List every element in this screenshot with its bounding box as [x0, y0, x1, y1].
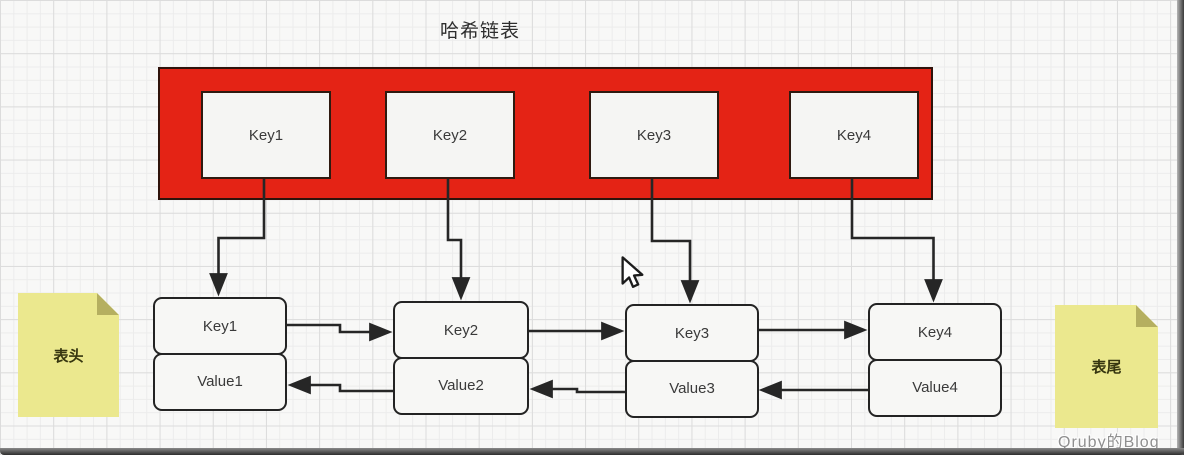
hash-bucket-key1-label: Key1 [248, 126, 284, 144]
list-node-2-key-cell: Key2 [393, 301, 529, 359]
sticky-note-tail-label: 表尾 [1091, 359, 1122, 376]
list-node-1-value-label: Value1 [197, 373, 243, 390]
list-node-3-key-cell: Key3 [625, 304, 759, 362]
mouse-cursor-icon [621, 256, 644, 288]
list-node-2-value-cell: Value2 [393, 356, 529, 415]
hash-bucket-key2: Key2 [385, 91, 515, 179]
hash-bucket-key3-label: Key3 [636, 126, 672, 144]
list-node-4-value-cell: Value4 [868, 358, 1002, 417]
hash-bucket-key1: Key1 [201, 91, 331, 179]
list-node-3-key-label: Key3 [674, 324, 710, 342]
list-node-3: Key3 Value3 [625, 304, 759, 418]
note-fold-icon [1136, 305, 1158, 327]
list-node-2-value-label: Value2 [438, 377, 484, 394]
hash-bucket-key2-label: Key2 [432, 126, 468, 144]
list-node-1-key-label: Key1 [202, 317, 238, 335]
list-node-4-key-label: Key4 [917, 323, 953, 341]
list-node-1-key-cell: Key1 [153, 297, 287, 355]
hash-bucket-key4-label: Key4 [836, 126, 872, 144]
watermark-text: Qruby的Blog [1058, 434, 1160, 451]
list-node-4: Key4 Value4 [868, 303, 1002, 417]
hash-bucket-container: Key1 Key2 Key3 Key4 [158, 67, 933, 200]
sticky-note-head: 表头 [18, 293, 119, 417]
connector-value3-to-value2 [529, 379, 625, 399]
connector-key1-to-key2 [287, 322, 393, 342]
list-node-1-value-cell: Value1 [153, 352, 287, 411]
list-node-3-value-cell: Value3 [625, 359, 759, 418]
list-node-2: Key2 Value2 [393, 301, 529, 415]
hash-bucket-key3: Key3 [589, 91, 719, 179]
frame-edge-bottom [0, 448, 1184, 455]
frame-edge-right [1177, 0, 1184, 455]
list-node-2-key-label: Key2 [443, 321, 479, 339]
sticky-note-tail: 表尾 [1055, 305, 1158, 428]
connector-value2-to-value1 [287, 375, 393, 395]
list-node-4-key-cell: Key4 [868, 303, 1002, 361]
list-node-4-value-label: Value4 [912, 379, 958, 396]
list-node-1: Key1 Value1 [153, 297, 287, 411]
note-fold-icon [97, 293, 119, 315]
list-node-3-value-label: Value3 [669, 380, 715, 397]
hash-bucket-key4: Key4 [789, 91, 919, 179]
sticky-note-head-label: 表头 [53, 347, 84, 365]
diagram-title: 哈希链表 [439, 21, 520, 42]
